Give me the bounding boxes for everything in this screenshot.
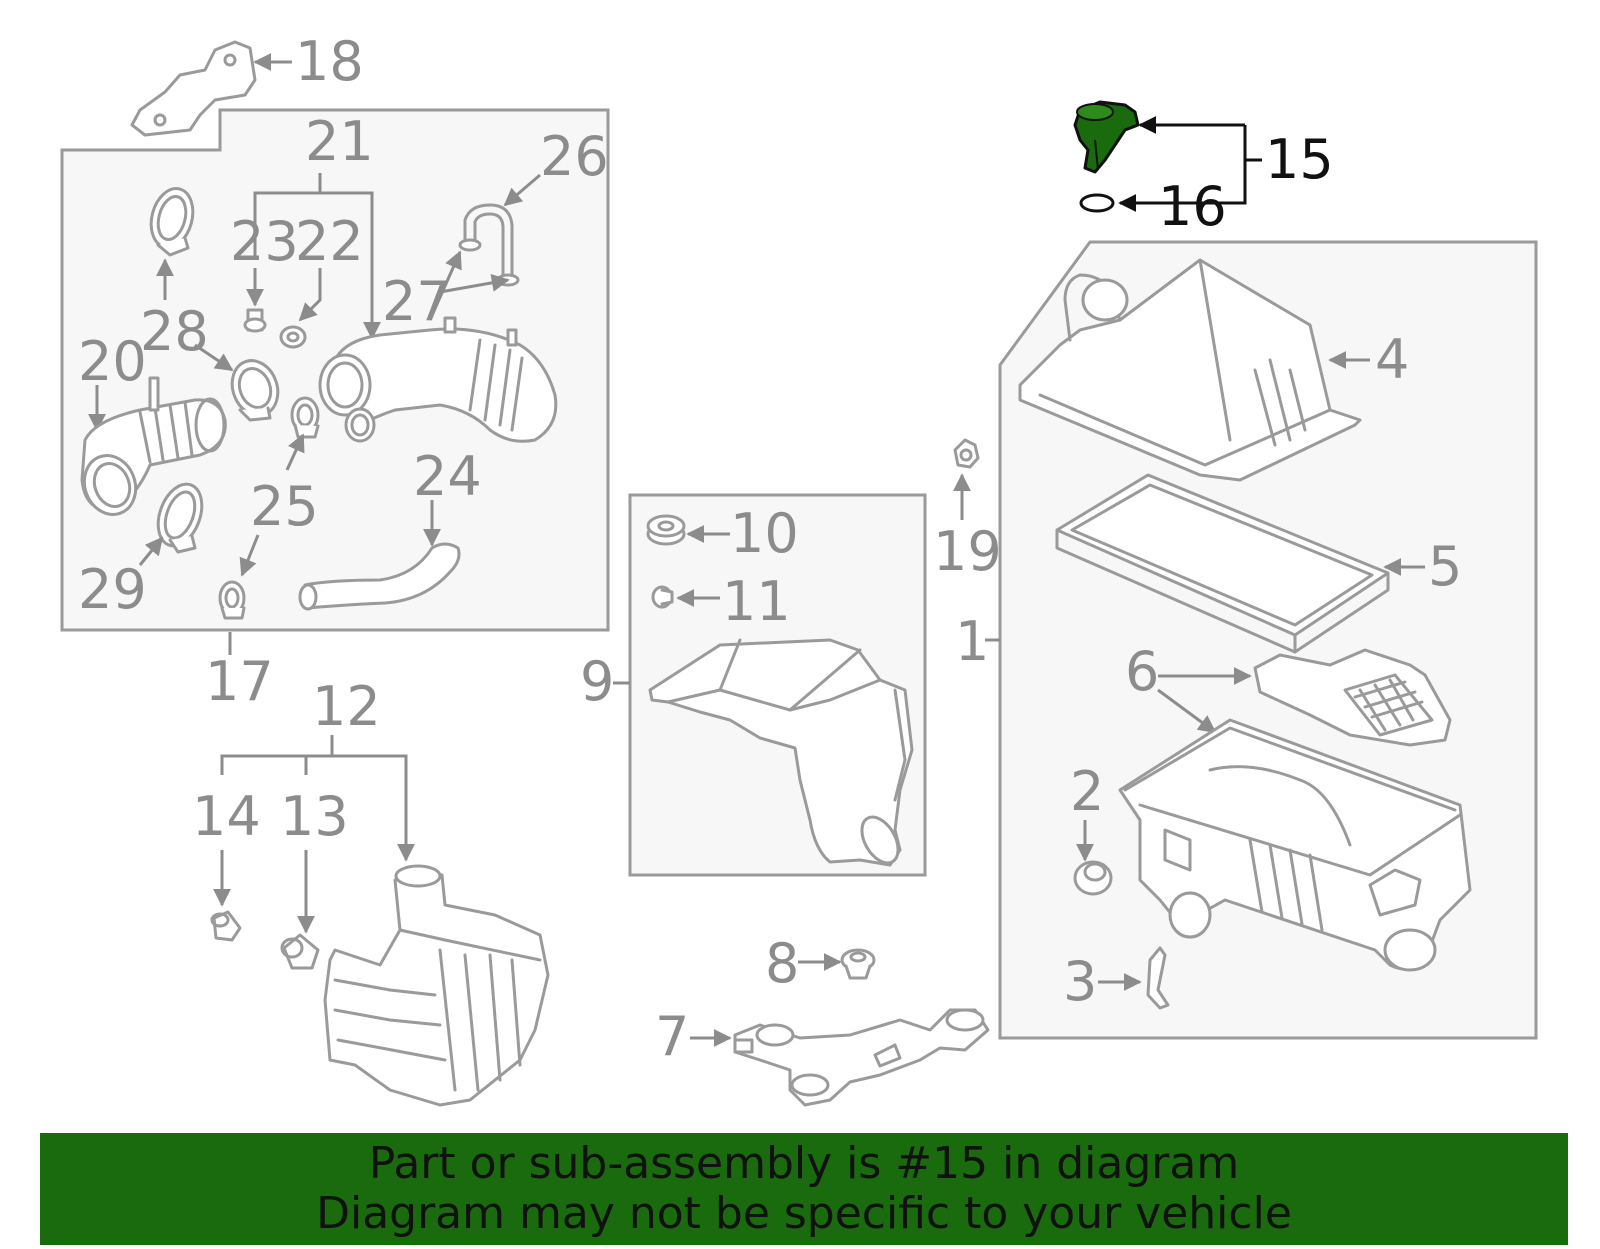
callout-26: 26 xyxy=(540,125,609,188)
callout-13: 13 xyxy=(280,785,349,848)
callout-7: 7 xyxy=(655,1005,689,1068)
part-6-air-cleaner-case[interactable] xyxy=(1118,718,1472,972)
callout-11: 11 xyxy=(722,570,791,633)
part-6-duct-insert[interactable] xyxy=(1253,648,1452,747)
part-24-hose[interactable] xyxy=(298,542,461,611)
callout-3: 3 xyxy=(1063,950,1097,1013)
part-10-grommet[interactable] xyxy=(646,514,686,546)
banner-line-2: Diagram may not be specific to your vehi… xyxy=(316,1188,1292,1239)
callout-15: 15 xyxy=(1265,128,1334,191)
part-29-clamp[interactable] xyxy=(150,478,209,554)
callout-1: 1 xyxy=(955,610,989,673)
callout-28: 28 xyxy=(140,300,209,363)
part-11-collar[interactable] xyxy=(651,585,674,609)
part-19-nut[interactable] xyxy=(953,438,980,469)
part-16-o-ring[interactable] xyxy=(1079,193,1115,213)
part-intake-resonator-tube[interactable] xyxy=(318,316,558,443)
part-15-mass-airflow-sensor[interactable] xyxy=(1073,100,1140,174)
callout-29: 29 xyxy=(78,558,147,621)
callout-5: 5 xyxy=(1428,535,1462,598)
callout-19: 19 xyxy=(933,520,1002,583)
part-25-hose-clamp[interactable] xyxy=(290,396,320,439)
callout-8: 8 xyxy=(765,932,799,995)
info-banner: Part or sub-assembly is #15 in diagram D… xyxy=(40,1133,1568,1245)
callout-4: 4 xyxy=(1375,328,1409,391)
callout-9: 9 xyxy=(580,650,614,713)
callout-17: 17 xyxy=(205,650,274,713)
part-28-clamp-upper[interactable] xyxy=(145,184,199,257)
part-9-inlet-duct[interactable] xyxy=(648,638,914,869)
part-18-bracket[interactable] xyxy=(130,40,257,137)
banner-line-1: Part or sub-assembly is #15 in diagram xyxy=(368,1138,1240,1189)
part-22-grommet[interactable] xyxy=(279,325,307,349)
callout-27: 27 xyxy=(382,270,451,333)
part-17-clamp-small[interactable] xyxy=(218,580,246,620)
callout-6: 6 xyxy=(1125,640,1159,703)
part-28-clamp-lower[interactable] xyxy=(225,354,285,422)
part-12-resonator[interactable] xyxy=(323,864,550,1107)
callout-12: 12 xyxy=(312,675,381,738)
callout-20: 20 xyxy=(78,330,147,393)
part-20-air-duct[interactable] xyxy=(76,376,227,522)
callout-10: 10 xyxy=(730,502,799,565)
part-7-bracket[interactable] xyxy=(733,1008,990,1107)
part-2-grommet[interactable] xyxy=(1073,860,1113,896)
callout-22: 22 xyxy=(295,210,364,273)
part-8-grommet[interactable] xyxy=(840,948,876,980)
callout-25: 25 xyxy=(250,475,319,538)
callout-16: 16 xyxy=(1158,175,1227,238)
callout-24: 24 xyxy=(413,445,482,508)
part-23-bolt[interactable] xyxy=(243,308,267,333)
part-4-cleaner-cover[interactable] xyxy=(1018,258,1362,482)
part-14-sleeve[interactable] xyxy=(210,910,242,942)
callout-2: 2 xyxy=(1070,760,1104,823)
callout-14: 14 xyxy=(192,785,261,848)
callout-23: 23 xyxy=(230,210,299,273)
part-3-clip[interactable] xyxy=(1146,946,1170,1010)
callout-18: 18 xyxy=(295,30,364,93)
callout-21: 21 xyxy=(305,110,374,173)
part-13-sleeve[interactable] xyxy=(280,933,320,970)
